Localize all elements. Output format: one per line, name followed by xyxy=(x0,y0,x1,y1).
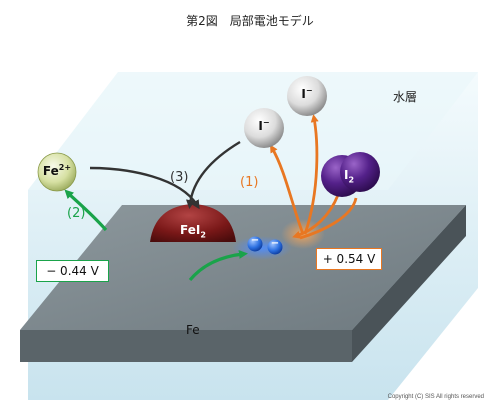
iodine-label: I2 xyxy=(335,168,363,184)
iodide-2-base: I xyxy=(301,87,306,101)
arrow-from-iodine xyxy=(292,194,340,239)
electron-2-label: − xyxy=(270,238,280,249)
step-2-label: (2) xyxy=(67,206,86,221)
water-layer-label: 水層 xyxy=(393,90,418,104)
electron-flow-arrow xyxy=(188,249,248,282)
step-3-label: (3) xyxy=(170,170,189,185)
iron-slab-top xyxy=(20,205,466,330)
arrow-step-2 xyxy=(64,189,108,232)
fe-ion-label: Fe2+ xyxy=(37,163,77,178)
iodide-1-label: I− xyxy=(250,118,278,133)
cathode-potential-box: + 0.54 V xyxy=(316,248,382,270)
iron-slab xyxy=(20,205,466,362)
iodide-ion-2 xyxy=(287,76,327,116)
diagram-title: 第2図 局部電池モデル xyxy=(186,14,314,28)
iodide-1-charge: − xyxy=(262,118,270,127)
arrow-fe-to-feI2 xyxy=(89,166,200,210)
fe-ion-base: Fe xyxy=(42,164,59,178)
feI2-base: FeI xyxy=(180,223,201,237)
step-1-label: (1) xyxy=(240,175,259,190)
feI2-deposit xyxy=(150,204,236,242)
metal-label: Fe xyxy=(186,323,200,337)
electron-1-label: − xyxy=(250,235,260,246)
iodide-2-charge: − xyxy=(305,86,313,95)
fe-ion xyxy=(37,152,77,192)
anode-potential-box: − 0.44 V xyxy=(36,260,109,282)
iodine-base: I xyxy=(343,168,349,182)
anode-glow xyxy=(232,236,292,260)
arrow-to-iodide-2 xyxy=(303,114,319,235)
arrow-from-iodine-2 xyxy=(299,197,358,240)
copyright-text: Copyright (C) SIS All rights reserved xyxy=(387,394,484,400)
electron-2 xyxy=(267,239,283,255)
iodide-ion-1 xyxy=(244,108,284,148)
arrow-to-iodide-1 xyxy=(269,144,305,235)
iodine-subscript: 2 xyxy=(348,175,355,185)
iron-slab-side xyxy=(352,205,466,362)
iron-slab-front xyxy=(20,330,352,362)
iodide-2-label: I− xyxy=(293,86,321,101)
arrow-iodide-to-feI2 xyxy=(186,140,241,209)
feI2-label: FeI2 xyxy=(170,223,216,239)
electron-1 xyxy=(247,236,263,252)
iodide-1-base: I xyxy=(258,119,263,133)
feI2-subscript: 2 xyxy=(200,230,206,240)
iodine-atom-2 xyxy=(340,152,380,192)
arrows-step-1 xyxy=(269,114,358,240)
fe-ion-charge: 2+ xyxy=(58,163,72,172)
